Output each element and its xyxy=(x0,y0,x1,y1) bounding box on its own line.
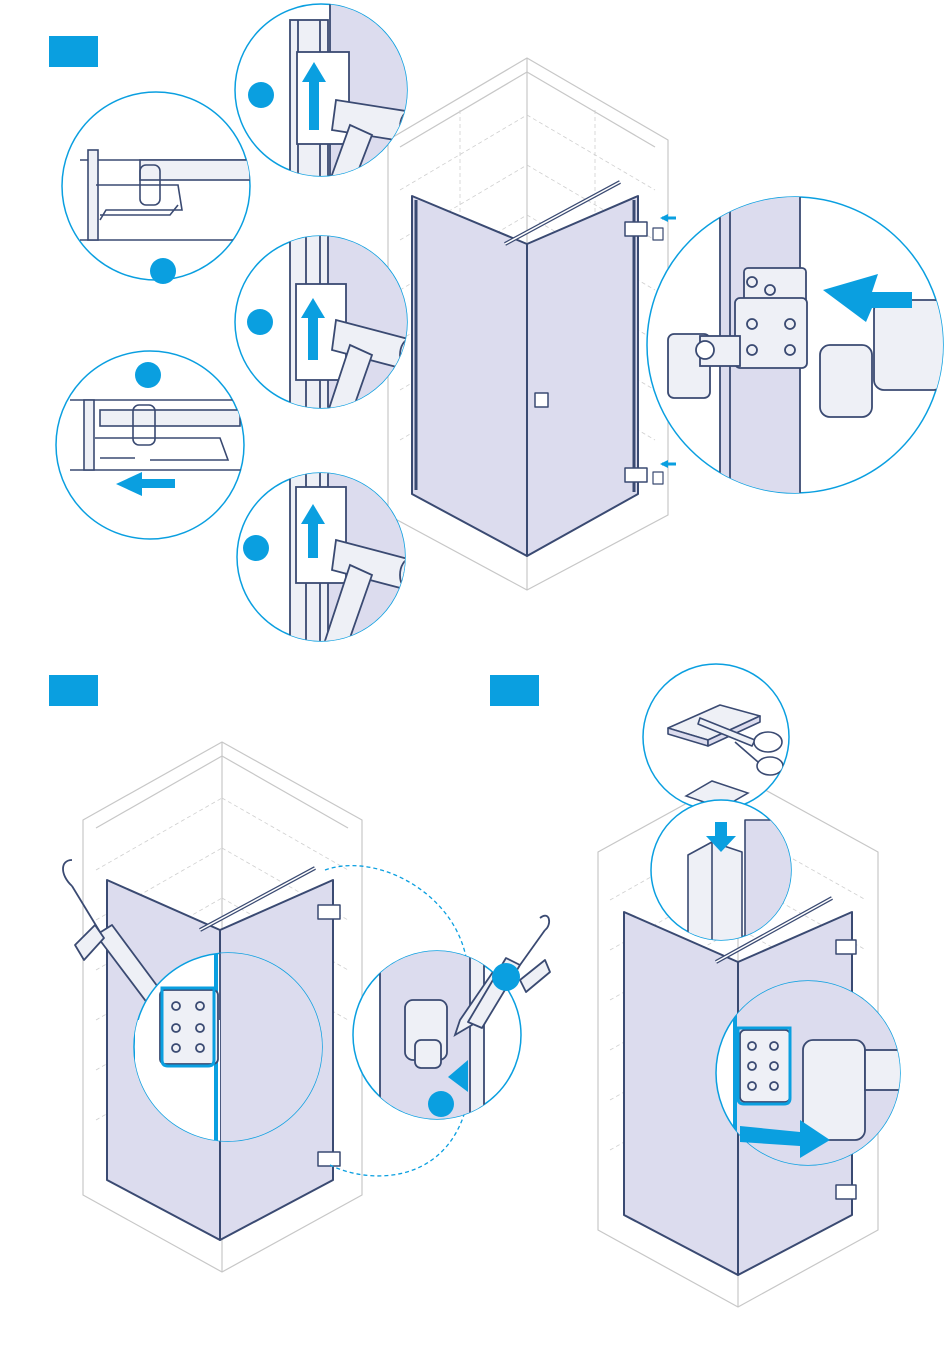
sub-step-marker-2 xyxy=(150,258,176,284)
step-badge-box-3 xyxy=(490,675,539,706)
arrow-down-icon xyxy=(715,822,727,838)
step-badge-box-1 xyxy=(49,36,98,67)
arrow-up-icon xyxy=(308,522,318,558)
sub-step-marker-3 xyxy=(247,309,273,335)
step-badge-box-2 xyxy=(49,675,98,706)
sub-step-marker-7 xyxy=(492,963,520,991)
sub-step-marker-4 xyxy=(135,362,161,388)
sub-step-marker-1 xyxy=(248,82,274,108)
arrow-left-icon xyxy=(140,479,175,488)
hinge-cover-icon xyxy=(405,1000,447,1068)
hinge-cover-zoom xyxy=(716,980,915,1170)
sub-step-marker-6 xyxy=(428,1091,454,1117)
profile-zoom-4 xyxy=(56,351,245,539)
profile-zoom-2 xyxy=(62,92,250,284)
arrow-up-icon xyxy=(309,74,319,130)
sub-step-marker-5 xyxy=(243,535,269,561)
step1-enclosure xyxy=(388,58,676,590)
hinge-detail-zoom xyxy=(647,196,944,496)
